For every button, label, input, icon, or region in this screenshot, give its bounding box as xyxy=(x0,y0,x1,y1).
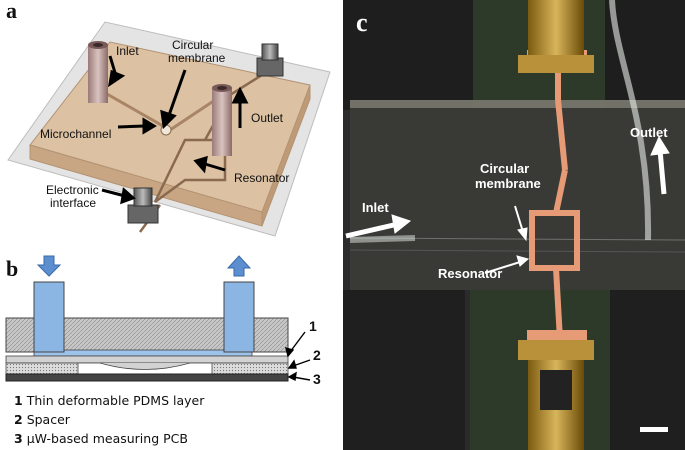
label-electronic-a-1: Electronic xyxy=(46,183,99,197)
connector-bottom xyxy=(127,187,159,224)
pcb-layer xyxy=(5,373,289,382)
label-outlet-a: Outlet xyxy=(251,111,284,125)
panel-a-letter: a xyxy=(6,0,17,23)
outlet-tube xyxy=(223,281,255,353)
sma-connector-top xyxy=(528,0,584,60)
label-resonator-c: Resonator xyxy=(438,266,503,281)
inflow-arrow-icon xyxy=(36,255,62,277)
outlet-arrow-icon xyxy=(650,135,670,156)
label-inlet-c: Inlet xyxy=(362,200,389,215)
layer-number-1: 1 xyxy=(309,318,317,334)
layer-number-3: 3 xyxy=(313,371,321,387)
label-circular-c-1: Circular xyxy=(480,161,530,176)
legend-item-2: 2 Spacer xyxy=(14,412,70,427)
label-microchannel-a: Microchannel xyxy=(40,127,112,141)
inlet-tube xyxy=(33,281,65,353)
outlet-pillar xyxy=(212,84,232,156)
panel-c-letter: c xyxy=(356,8,368,37)
label-circular-a-2: membrane xyxy=(168,51,226,65)
label-resonator-a: Resonator xyxy=(234,171,290,185)
label-circular-c-2: membrane xyxy=(475,176,541,191)
panel-b-cross-section xyxy=(5,255,311,382)
label-electronic-a-2: interface xyxy=(50,196,97,210)
label-circular-a-1: Circular xyxy=(172,38,214,52)
inlet-pillar xyxy=(88,41,108,103)
connector-top xyxy=(256,43,284,77)
label-outlet-c: Outlet xyxy=(630,125,668,140)
label-inlet-a: Inlet xyxy=(116,44,139,58)
legend-item-3: 3 µW-based measuring PCB xyxy=(14,431,188,446)
outflow-arrow-icon xyxy=(226,255,252,277)
panel-b-letter: b xyxy=(6,256,19,281)
scale-bar xyxy=(640,427,668,432)
copper-resonator xyxy=(529,50,580,341)
inlet-arrow-icon xyxy=(391,214,412,234)
panel-a-illustration xyxy=(7,21,331,237)
legend-item-1: 1 Thin deformable PDMS layer xyxy=(14,393,205,408)
layer-number-2: 2 xyxy=(313,347,321,363)
